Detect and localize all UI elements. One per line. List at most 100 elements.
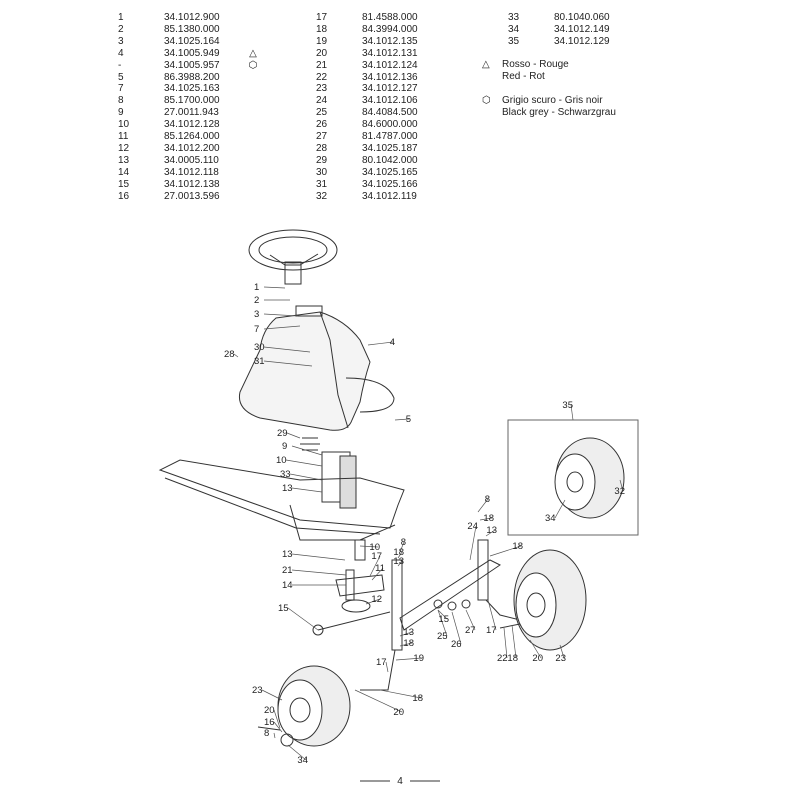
leader-line xyxy=(469,525,477,561)
callout-label: 18 xyxy=(507,653,518,664)
callout-label: 24 xyxy=(467,521,478,532)
callout-label: 21 xyxy=(282,565,293,576)
parts-list-row: 9 27.0011.943 xyxy=(118,107,260,119)
callout-label: 18 xyxy=(512,541,523,552)
leader-line xyxy=(354,689,403,713)
callout-label: 27 xyxy=(465,625,476,636)
leader-line xyxy=(263,286,286,289)
callout-label: 13 xyxy=(282,483,293,494)
rear-wheel-inset xyxy=(507,419,639,536)
part-ref: 12 xyxy=(118,142,130,154)
callout-label: 15 xyxy=(278,603,289,614)
part-code: 34.1012.149 xyxy=(554,23,610,35)
part-ref: 11 xyxy=(118,131,129,143)
steering-column-frame xyxy=(158,437,405,636)
steering-housing xyxy=(238,305,395,431)
leader-line xyxy=(291,569,347,576)
leader-line xyxy=(291,487,323,493)
leader-line xyxy=(489,545,522,557)
part-ref: 4 xyxy=(118,47,124,59)
part-ref: 2 xyxy=(118,23,124,35)
part-ref: 7 xyxy=(118,83,124,95)
leader-line xyxy=(273,732,276,739)
part-code: 34.1012.900 xyxy=(164,12,220,23)
callout-label: 13 xyxy=(486,525,497,536)
part-code: 84.4084.500 xyxy=(362,107,418,119)
part-ref: 5 xyxy=(118,71,124,83)
part-ref: - xyxy=(118,59,122,71)
part-code: 34.1012.136 xyxy=(362,71,418,83)
part-code: 34.1012.106 xyxy=(362,95,418,107)
leader-line xyxy=(287,744,307,761)
callout-label: 33 xyxy=(280,469,291,480)
callout-label: 8 xyxy=(264,728,269,739)
callout-label: 16 xyxy=(264,717,275,728)
part-ref: 27 xyxy=(316,131,328,143)
callout-label: 18 xyxy=(412,693,423,704)
leader-line xyxy=(273,709,281,729)
part-code: 80.1040.060 xyxy=(554,12,610,23)
part-ref: 22 xyxy=(316,71,328,83)
leader-line xyxy=(399,541,405,553)
part-code: 85.1700.000 xyxy=(164,95,220,107)
part-ref: 29 xyxy=(316,154,328,166)
part-ref: 25 xyxy=(316,107,328,119)
part-ref: 18 xyxy=(316,23,328,35)
leader-line xyxy=(477,498,489,513)
leader-line xyxy=(289,473,323,481)
leader-line xyxy=(263,313,299,317)
part-ref: 20 xyxy=(316,47,328,59)
callout-label: 15 xyxy=(438,614,449,625)
leader-line xyxy=(394,418,410,421)
part-ref: 24 xyxy=(316,95,328,107)
callout-label: 20 xyxy=(532,653,543,664)
part-code: 34.1012.128 xyxy=(164,119,220,131)
callout-label: 13 xyxy=(403,627,414,638)
leader-line xyxy=(399,642,413,647)
callout-label: 22 xyxy=(497,653,508,664)
leader-line xyxy=(263,360,313,367)
callout-label: 23 xyxy=(252,685,263,696)
part-ref: 16 xyxy=(118,190,130,202)
parts-list-row: 25 84.4084.500 xyxy=(316,107,444,119)
parts-list-row: 7 34.1025.163 xyxy=(118,83,260,95)
callout-label: 30 xyxy=(254,342,265,353)
wheel-left xyxy=(257,665,351,747)
part-code: 34.1025.187 xyxy=(362,142,418,154)
triangle-icon: △ xyxy=(249,47,257,59)
part-code: 34.1025.165 xyxy=(362,166,418,178)
part-code: 86.3988.200 xyxy=(164,71,220,83)
part-code: 34.1005.957 xyxy=(164,59,220,71)
callout-label: 3 xyxy=(254,309,259,320)
callout-label: 26 xyxy=(451,639,462,650)
leader-line xyxy=(451,611,462,645)
part-code: 85.1380.000 xyxy=(164,23,220,35)
part-code: 34.1012.129 xyxy=(554,35,610,47)
leader-line xyxy=(263,325,301,330)
leader-line xyxy=(559,644,565,659)
leader-line xyxy=(397,551,403,559)
leader-line xyxy=(395,657,423,661)
callout-label: 18 xyxy=(393,547,404,558)
triangle-icon: △ xyxy=(482,59,490,70)
part-code: 34.1025.163 xyxy=(164,83,220,95)
legend-grey-line1: Grigio scuro - Gris noir xyxy=(502,95,603,106)
callout-label: 28 xyxy=(224,349,235,360)
leader-line xyxy=(397,560,403,567)
part-code: 27.0011.943 xyxy=(164,107,219,119)
leader-line xyxy=(287,607,319,631)
part-ref: 23 xyxy=(316,83,328,95)
part-ref: 9 xyxy=(118,107,124,119)
callout-label: 17 xyxy=(486,625,497,636)
parts-list-row: -34.1005.957⬡ xyxy=(118,60,260,72)
